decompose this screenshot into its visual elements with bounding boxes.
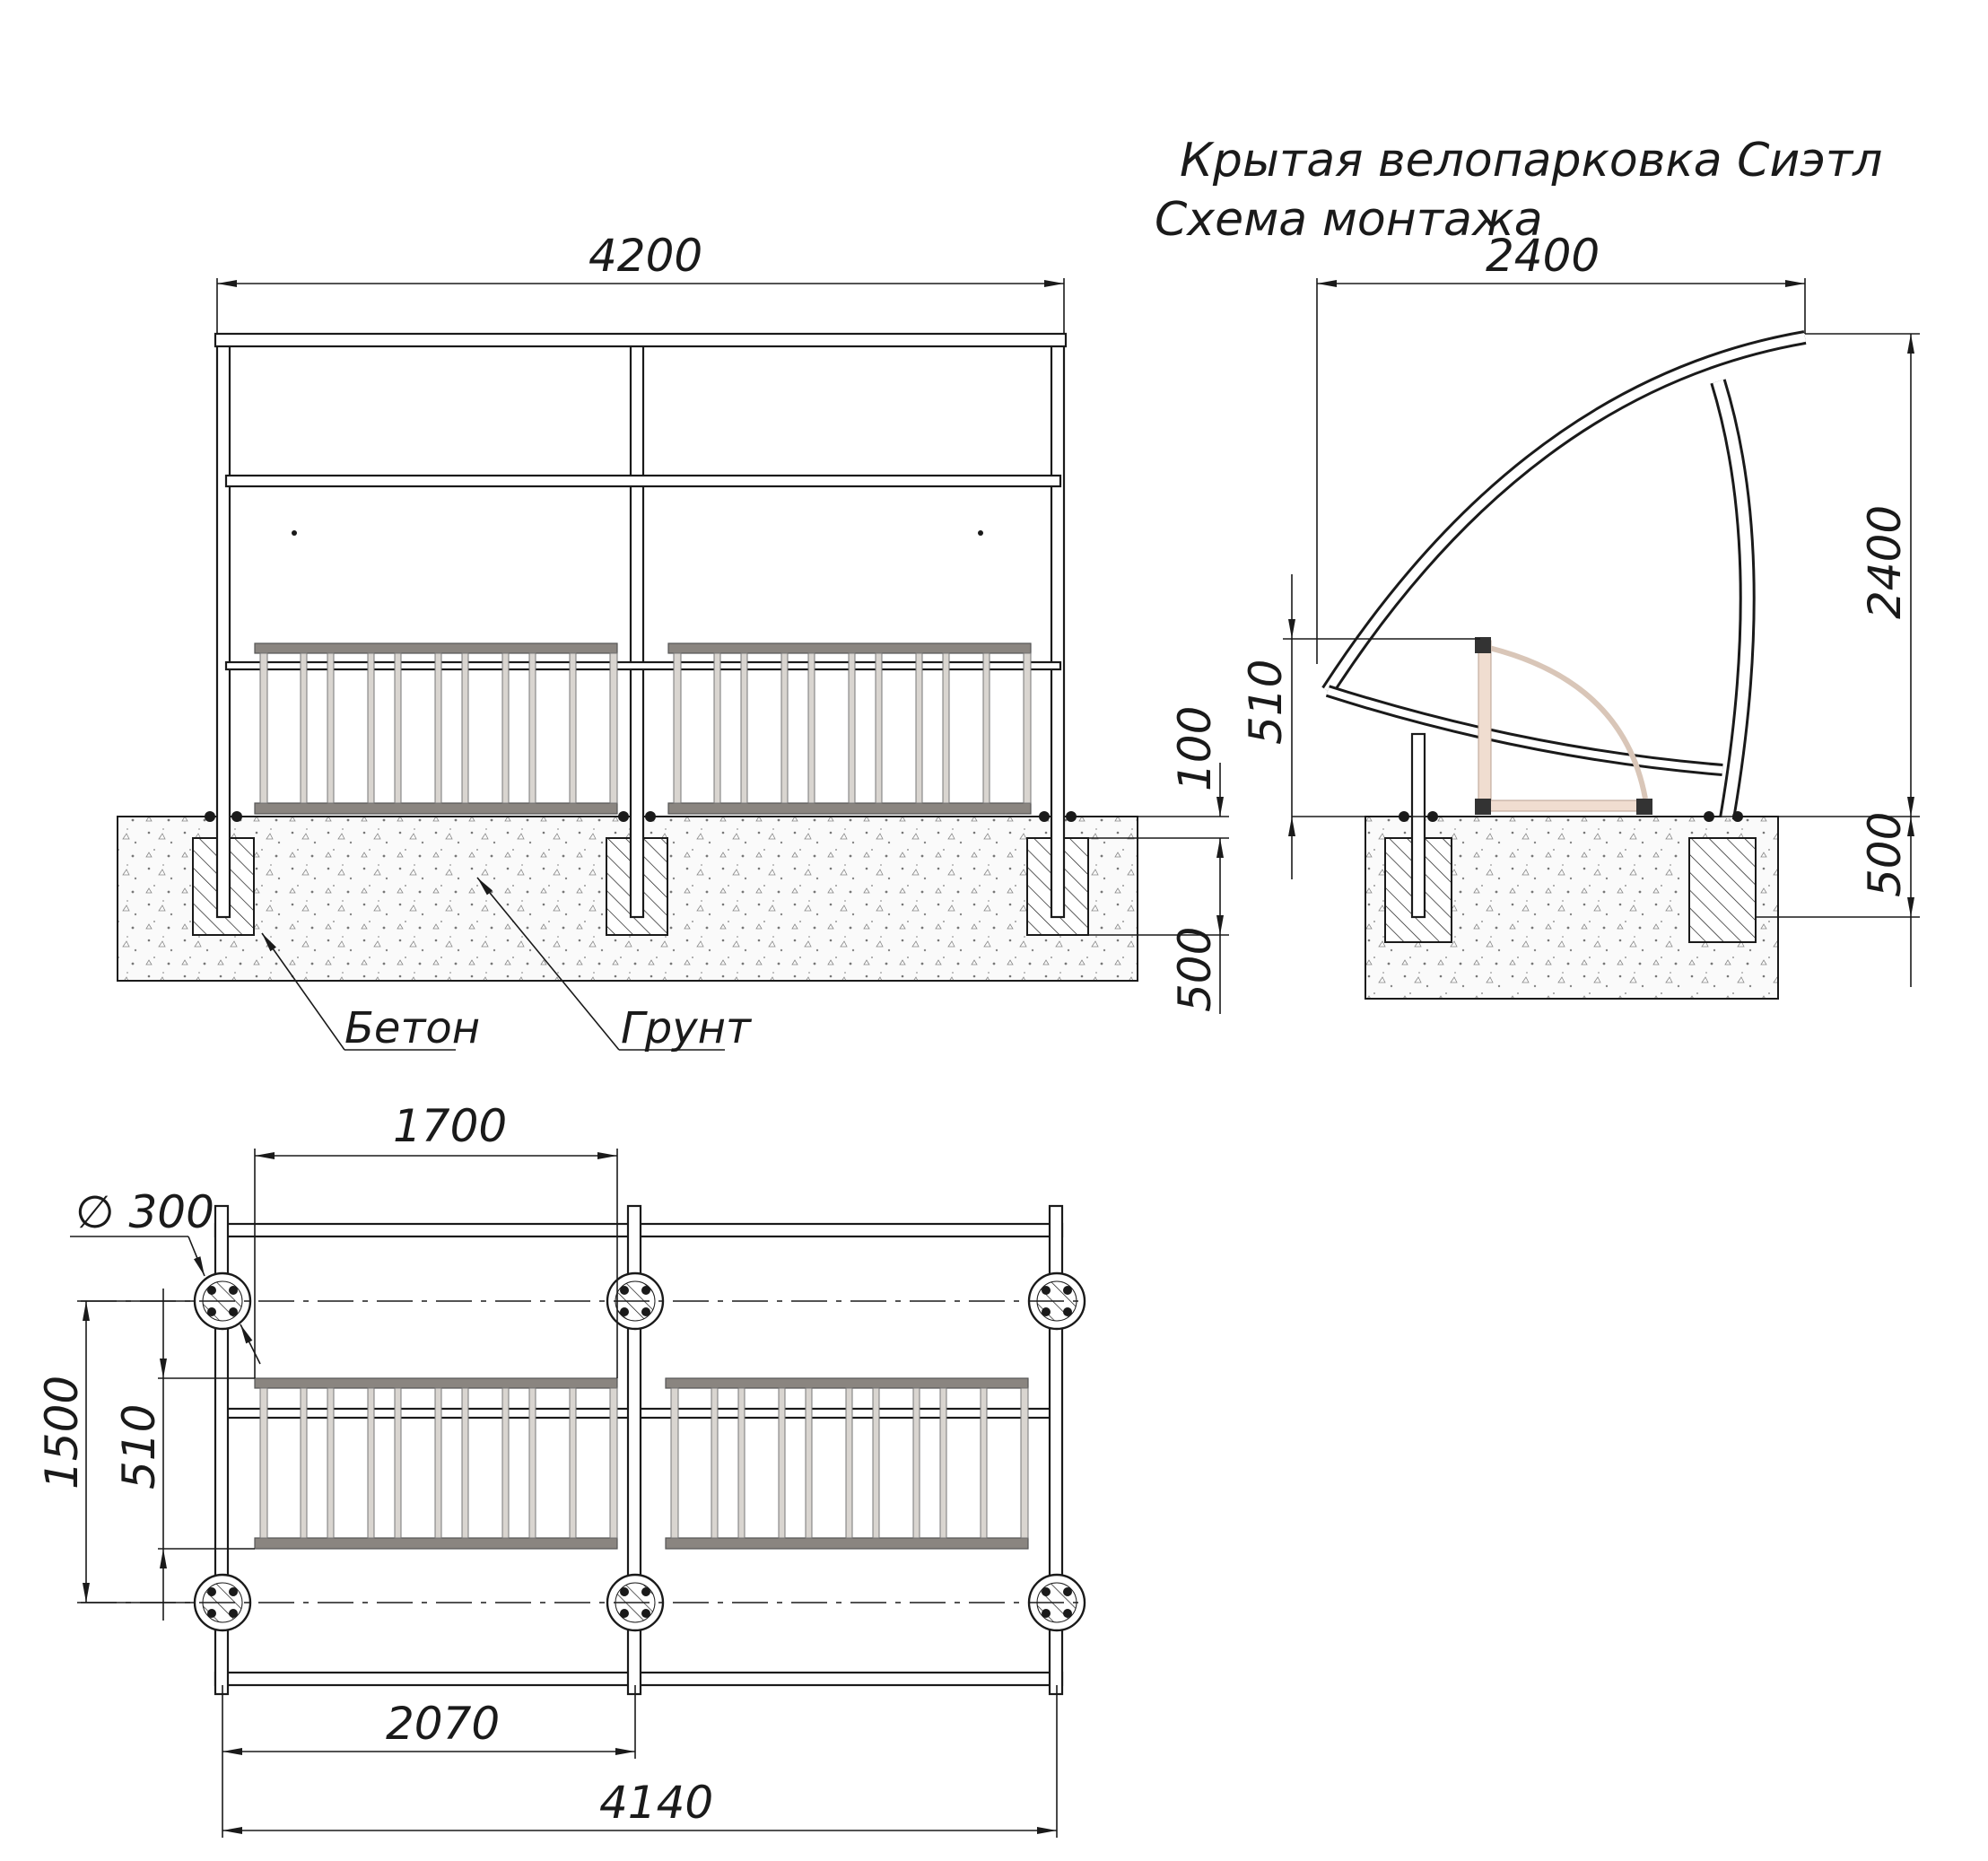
canopy-arch (1321, 330, 1807, 695)
dim-plan-rack-depth: 510 (113, 1404, 165, 1490)
side-front-post (1410, 732, 1426, 919)
dim-front-width: 4200 (589, 230, 702, 282)
post-middle (629, 334, 645, 919)
plan-middle-rail (224, 1407, 1062, 1420)
lower-beam (224, 660, 1062, 671)
dim-plan-diameter: ∅ 300 (75, 1186, 214, 1238)
bike-rack-right (667, 642, 1032, 815)
dim-side-width: 2400 (1486, 230, 1600, 282)
dim-plan-depth: 1500 (36, 1376, 88, 1490)
lower-brace (1325, 685, 1723, 776)
plan-rack-left (254, 1377, 618, 1550)
post-left (215, 334, 231, 919)
plan-rack-right (665, 1377, 1029, 1550)
drawing-title: Крытая велопарковка Сиэтл (1180, 134, 1882, 188)
front-view: 4200 100 500 Бетон Грунт (117, 230, 1229, 1053)
dim-side-height: 2400 (1859, 505, 1911, 619)
label-concrete: Бетон (344, 1003, 480, 1053)
dim-side-depth: 500 (1859, 812, 1911, 897)
drawing-subtitle: Схема монтажа (1155, 193, 1543, 247)
top-beam (214, 332, 1068, 348)
dim-plan-half-span: 2070 (386, 1698, 500, 1750)
dim-front-depth: 500 (1169, 927, 1221, 1012)
dim-plan-rack-width: 1700 (393, 1100, 507, 1152)
middle-beam (224, 474, 1062, 488)
dim-front-rise: 100 (1169, 706, 1221, 791)
plan-view: 1700 ∅ 300 1500 510 2070 4140 (36, 1100, 1086, 1838)
post-right (1050, 334, 1066, 919)
side-pier-back (1688, 837, 1757, 943)
dim-plan-span: 4140 (599, 1777, 713, 1829)
side-view: 2400 2400 500 510 (1240, 230, 1920, 1000)
label-soil: Грунт (621, 1003, 753, 1053)
dim-side-rack-height: 510 (1240, 660, 1292, 745)
bike-rack-left (254, 642, 618, 815)
